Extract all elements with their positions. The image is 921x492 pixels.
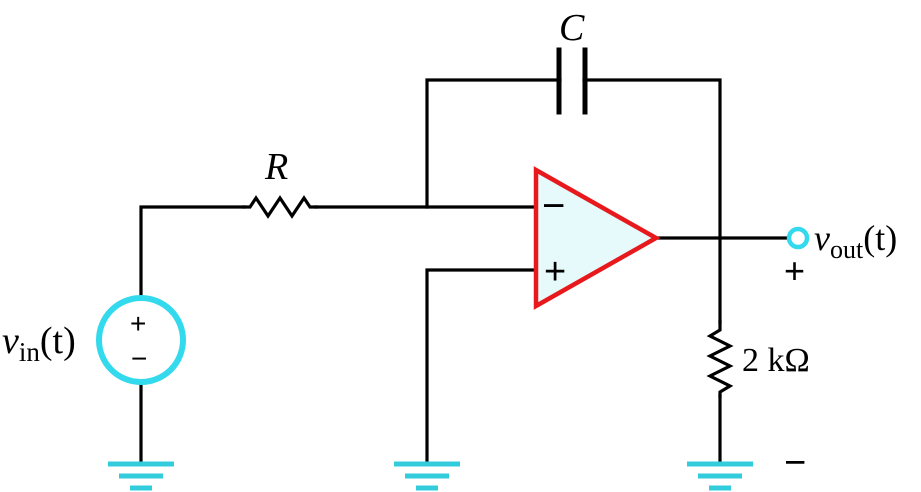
capacitor [556,47,588,115]
load-resistor [706,320,734,398]
source-plus-sign: + [130,308,146,339]
source-minus-sign: − [131,343,147,374]
resistor-label: R [264,146,288,188]
opamp-triangle [533,166,661,310]
noninverting-ground-wire [425,268,538,464]
ground-symbol-icon [394,461,460,491]
open-terminal-icon [786,226,810,250]
opamp-noninverting-sign: + [544,251,566,293]
vout-sub: out [830,235,864,264]
vout-label: vout(t) [814,218,897,264]
vout-v: v [814,218,830,258]
capacitor-label: C [559,7,585,49]
wires [139,78,790,464]
output-plus-sign: + [784,250,805,291]
ground-symbol-icon [687,461,753,491]
input-wire [139,205,246,299]
output-minus-sign: − [784,442,806,484]
feedback-right-wire [582,78,722,324]
vin-label: vin(t) [2,320,76,367]
ground-symbol-icon [108,461,174,491]
vout-arg: (t) [863,218,897,258]
voltage-source-icon [96,295,186,385]
feedback-left-wire [425,78,562,209]
vin-arg: (t) [40,320,76,362]
load-resistor-label: 2 kΩ [742,342,810,379]
vin-v: v [2,320,19,362]
opamp-inverting-sign: − [542,184,565,228]
resistor [242,195,318,219]
vin-sub: in [19,337,41,367]
